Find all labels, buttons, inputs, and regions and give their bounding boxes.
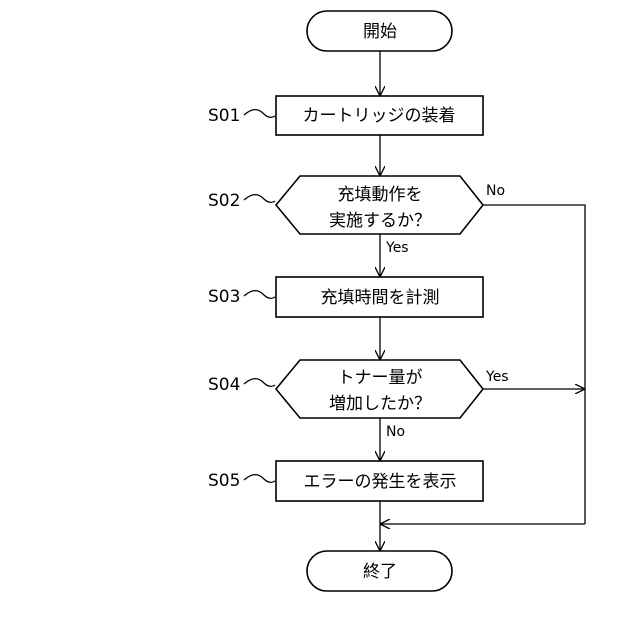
decision-s04: トナー量が 増加したか？ [276,360,483,418]
step-s01-leader [244,110,275,118]
step-s05-id: S05 [208,471,240,491]
s02-yes-label: Yes [385,240,409,256]
step-s01-text: カートリッジの装着 [303,106,456,126]
path-s02-no-right [483,205,585,524]
decision-s04-line1: トナー量が [338,368,423,388]
step-s05: エラーの発生を表示 [276,461,483,501]
end-label: 終了 [363,562,397,582]
step-s03-leader [244,291,275,299]
start-terminal: 開始 [307,11,452,51]
start-label: 開始 [363,22,397,42]
step-s03-id: S03 [208,287,240,307]
step-s03: 充填時間を計測 [276,277,483,317]
step-s05-text: エラーの発生を表示 [304,472,457,492]
s04-no-label: No [386,424,405,440]
step-s02-id: S02 [208,191,240,211]
step-s04-id: S04 [208,375,240,395]
step-s01-id: S01 [208,106,240,126]
end-terminal: 終了 [307,551,452,591]
s04-yes-label: Yes [485,369,509,385]
s02-no-label: No [486,183,505,199]
decision-s02-line2: 実施するか？ [329,211,431,231]
step-s01: カートリッジの装着 [276,96,483,135]
step-s04-leader [244,379,275,387]
step-s02-leader [244,195,275,203]
step-s03-text: 充填時間を計測 [321,288,440,308]
decision-s04-line2: 増加したか？ [329,394,431,414]
step-s05-leader [244,475,275,483]
decision-s02: 充填動作を 実施するか？ [276,176,483,234]
decision-s02-line1: 充填動作を [338,185,423,205]
